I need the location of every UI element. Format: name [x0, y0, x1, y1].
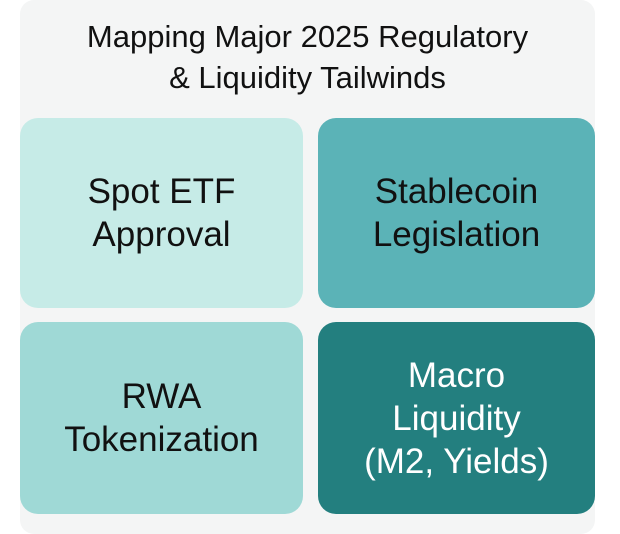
- title-line-1: Mapping Major 2025 Regulatory: [86, 19, 529, 54]
- tile-label-line: Approval: [92, 215, 231, 254]
- tile-stablecoin-legislation: Stablecoin Legislation: [318, 118, 595, 308]
- tile-label-line: Macro: [407, 355, 506, 395]
- tile-spot-etf-approval: Spot ETF Approval: [20, 118, 303, 308]
- tile-label-line: Stablecoin: [374, 172, 539, 211]
- diagram-title: Mapping Major 2025 Regulatory & Liquidit…: [20, 16, 595, 98]
- title-line-2: & Liquidity Tailwinds: [169, 60, 446, 95]
- tile-label-line: (M2, Yields): [364, 441, 549, 481]
- tile-label-line: Liquidity: [392, 398, 521, 438]
- tile-label-line: Legislation: [372, 215, 541, 254]
- tile-label-line: Spot ETF: [87, 172, 236, 211]
- tile-macro-liquidity: Macro Liquidity (M2, Yields): [318, 322, 595, 514]
- tile-label-line: RWA: [121, 377, 202, 416]
- tile-label-line: Tokenization: [64, 420, 259, 459]
- diagram-panel: Mapping Major 2025 Regulatory & Liquidit…: [20, 0, 595, 534]
- tile-rwa-tokenization: RWA Tokenization: [20, 322, 303, 514]
